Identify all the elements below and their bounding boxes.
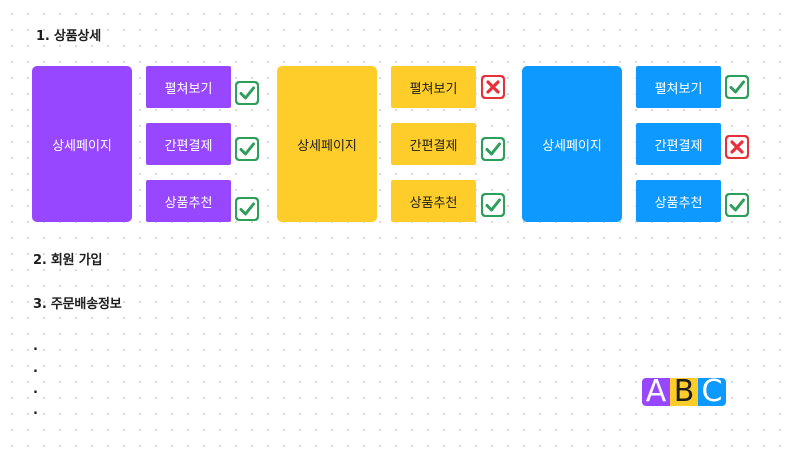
bullet-item-4: . [33,403,38,418]
section-title-order-shipping: 3. 주문배송정보 [33,297,122,312]
variant-c-easy-pay-label: 간편결제 [654,138,703,154]
variant-c-expand-box[interactable]: 펼쳐보기 [636,66,721,108]
variant-c-expand-label: 펼쳐보기 [654,81,703,97]
bullet-item-3: . [33,382,38,397]
variant-c-expand-check-icon [724,74,750,100]
logo-letter-b: B [670,377,698,407]
variant-b-recommend-box[interactable]: 상품추천 [391,180,476,222]
abc-logo: A B C [642,377,726,407]
variant-a-expand-box[interactable]: 펼쳐보기 [146,66,231,108]
bullet-item-2: . [33,361,38,376]
variant-a-easy-pay-box[interactable]: 간편결제 [146,123,231,165]
variant-c-easy-pay-box[interactable]: 간편결제 [636,123,721,165]
variant-c-detail-page-label: 상세페이지 [542,138,602,154]
section-title-product-detail: 1. 상품상세 [36,29,101,44]
variant-b-easy-pay-check-icon [480,136,506,162]
variant-b-expand-box[interactable]: 펼쳐보기 [391,66,476,108]
variant-a-detail-page-box[interactable]: 상세페이지 [32,66,132,222]
logo-letter-c: C [698,377,726,407]
variant-b-recommend-check-icon [480,192,506,218]
variant-a-expand-check-icon [234,80,260,106]
variant-b-recommend-label: 상품추천 [409,195,458,211]
variant-b-expand-cross-icon [480,74,506,100]
variant-a-recommend-box[interactable]: 상품추천 [146,180,231,222]
variant-a-easy-pay-label: 간편결제 [164,138,213,154]
variant-a-detail-page-label: 상세페이지 [52,138,112,154]
variant-b-easy-pay-box[interactable]: 간편결제 [391,123,476,165]
bullet-item-1: . [33,339,38,354]
variant-c-recommend-box[interactable]: 상품추천 [636,180,721,222]
variant-b-detail-page-box[interactable]: 상세페이지 [277,66,377,222]
variant-a-recommend-label: 상품추천 [164,195,213,211]
section-title-signup: 2. 회원 가입 [33,253,103,268]
logo-letter-a: A [642,377,670,407]
variant-c-detail-page-box[interactable]: 상세페이지 [522,66,622,222]
variant-c-recommend-label: 상품추천 [654,195,703,211]
variant-a-easy-pay-check-icon [234,136,260,162]
variant-b-detail-page-label: 상세페이지 [297,138,357,154]
variant-c-easy-pay-cross-icon [724,134,750,160]
variant-a-expand-label: 펼쳐보기 [164,81,213,97]
variant-a-recommend-check-icon [234,196,260,222]
variant-c-recommend-check-icon [724,192,750,218]
variant-b-easy-pay-label: 간편결제 [409,138,458,154]
variant-b-expand-label: 펼쳐보기 [409,81,458,97]
